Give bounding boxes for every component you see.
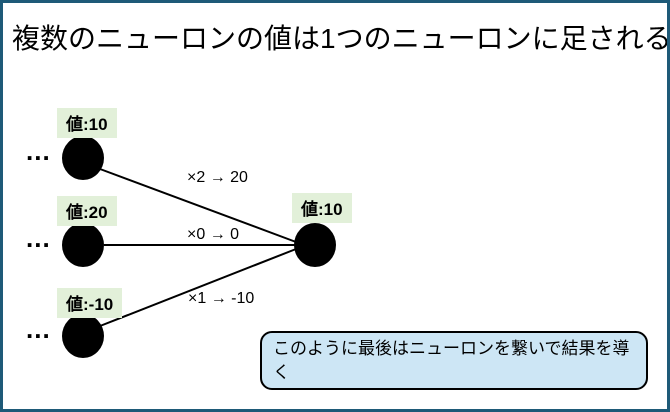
ellipsis-middle: ...: [26, 223, 51, 253]
edge-line-bottom: [99, 248, 297, 327]
output-neuron-value-label: 値:10: [292, 193, 352, 223]
edge-weight-label-middle: ×0 → 0: [187, 226, 240, 243]
output-neuron-circle: [294, 223, 336, 267]
callout-note-text: このように最後はニューロンを繋いで結果を導く: [273, 339, 630, 382]
input-neuron-top-circle: [62, 136, 104, 180]
input-neuron-bottom-value-label: 値:-10: [57, 288, 123, 318]
ellipsis-bottom: ...: [26, 314, 51, 344]
input-neuron-top-value-label: 値:10: [57, 108, 117, 138]
edge-weight-label-top: ×2 → 20: [187, 169, 248, 186]
input-neuron-bottom-circle: [62, 314, 104, 358]
callout-note: このように最後はニューロンを繋いで結果を導く: [260, 331, 648, 390]
input-neuron-middle-circle: [62, 223, 104, 267]
input-neuron-middle-value-label: 値:20: [57, 196, 117, 226]
edge-weight-label-bottom: ×1 → -10: [188, 290, 255, 307]
ellipsis-top: ...: [26, 136, 51, 166]
edge-line-top: [99, 168, 297, 243]
page-title: 複数のニューロンの値は1つのニューロンに足される: [12, 23, 670, 54]
